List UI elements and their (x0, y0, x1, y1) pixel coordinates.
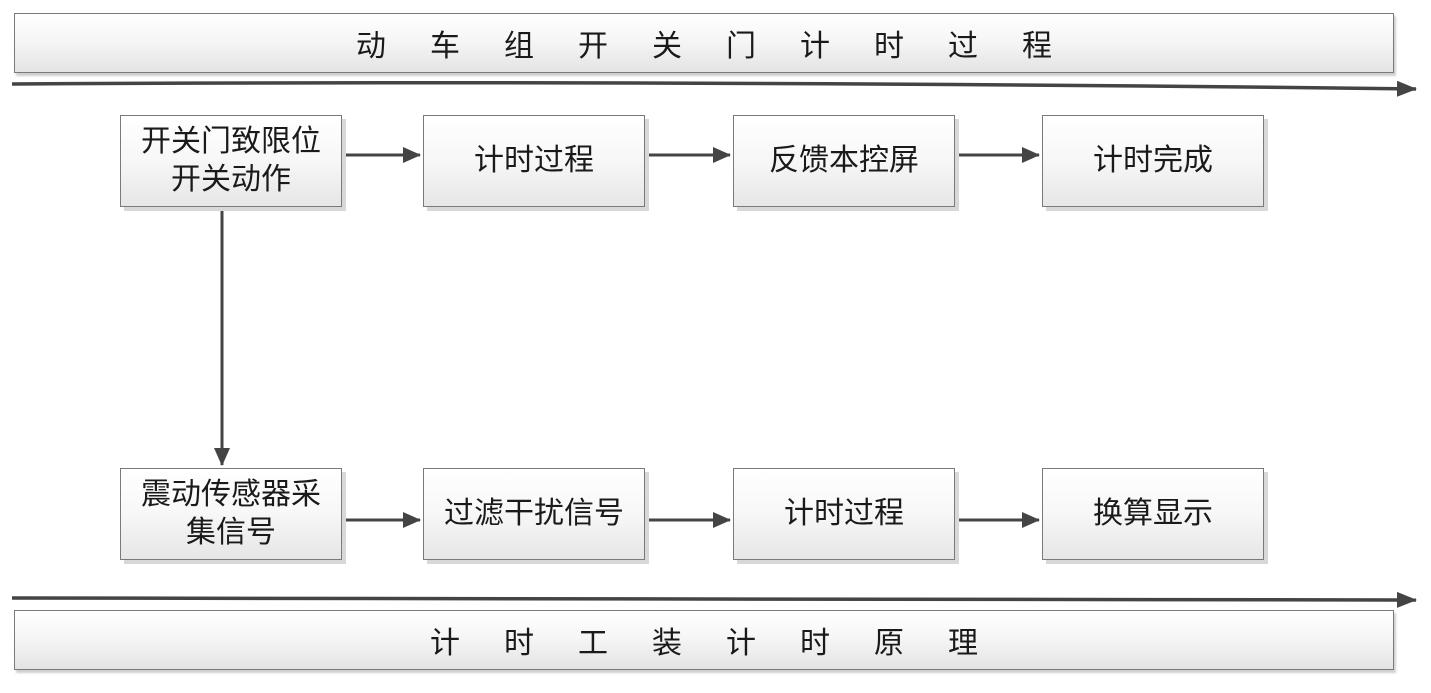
node-filter-interference: 过滤干扰信号 (423, 468, 645, 560)
node-vibration-sensor: 震动传感器采集信号 (120, 468, 342, 560)
node-conversion-display: 换算显示 (1042, 468, 1264, 560)
node-feedback-control-screen: 反馈本控屏 (733, 115, 955, 207)
node-timing-process-top: 计时过程 (423, 115, 645, 207)
timeline-arrow-top (11, 80, 1417, 97)
node-timing-process-bottom: 计时过程 (733, 468, 955, 560)
banner-title-bottom: 计时工装计时原理 (14, 610, 1394, 670)
node-timing-complete: 计时完成 (1042, 115, 1264, 207)
node-limit-switch-action: 开关门致限位开关动作 (120, 115, 342, 207)
banner-title-top: 动车组开关门计时过程 (14, 13, 1394, 73)
timeline-arrow-bottom (11, 591, 1417, 608)
